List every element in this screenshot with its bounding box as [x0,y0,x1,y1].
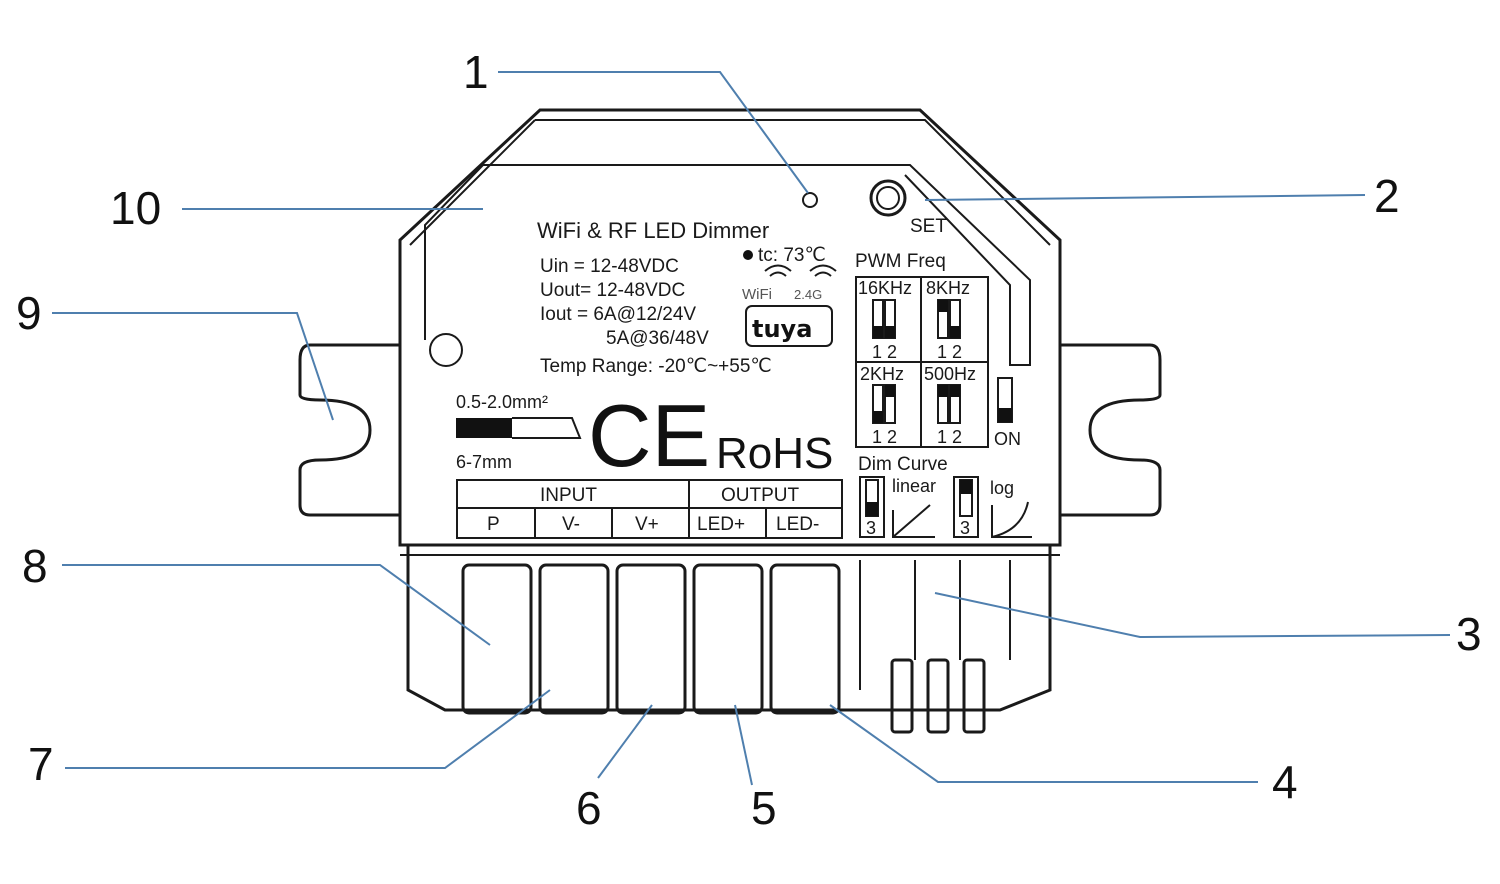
callout-7: 7 [28,738,54,790]
callout-4: 4 [1272,756,1298,808]
callout-5: 5 [751,782,777,834]
antenna-trace [424,164,1031,366]
spec-iout-2: 5A@36/48V [606,328,709,349]
svg-text:1 2: 1 2 [937,427,962,447]
svg-text:500Hz: 500Hz [924,364,976,384]
tuya-text: tuya [752,315,812,343]
linear-curve-icon [892,504,935,538]
on-label: ON [994,429,1021,449]
strip-length: 6-7mm [456,452,512,472]
callout-2: 2 [1374,170,1400,222]
pwm-500hz: 500Hz 1 2 [924,364,976,447]
spec-iout: Iout = 6A@12/24V [540,304,696,325]
housing-outline [398,108,1062,547]
mount-hole [429,333,463,367]
terminal-vminus-label: V- [562,514,580,535]
callout-1: 1 [463,46,489,98]
pwm-2khz: 2KHz 1 2 [860,364,904,447]
svg-text:1 2: 1 2 [872,427,897,447]
rohs-mark: RoHS [716,429,833,478]
svg-text:8KHz: 8KHz [926,278,970,298]
svg-text:16KHz: 16KHz [858,278,912,298]
wifi-icon [764,264,837,277]
pwm-16khz: 16KHz 1 2 [858,278,912,362]
callout-3: 3 [1456,608,1482,660]
dim-switch-linear-number: 3 [866,518,876,538]
log-curve-icon [991,501,1032,538]
left-mounting-tab [298,343,400,517]
wifi-label: WiFi [742,286,772,303]
callout-10: 10 [110,182,161,234]
ce-mark: CE [588,386,710,485]
dim-curve-title: Dim Curve [858,454,948,475]
tuya-logo [745,305,833,347]
input-group-label: INPUT [540,485,597,506]
callout-9: 9 [16,287,42,339]
band-label: 2.4G [794,287,822,302]
wire-strip-icon [456,418,512,438]
pwm-8khz: 8KHz 1 2 [926,278,970,362]
right-mounting-tab [1060,343,1162,517]
device-title: WiFi & RF LED Dimmer [537,218,769,243]
callout-8: 8 [22,540,48,592]
set-label: SET [910,216,947,237]
set-button[interactable] [869,179,907,217]
svg-text:1 2: 1 2 [937,342,962,362]
svg-text:2KHz: 2KHz [860,364,904,384]
tc-rating: tc: 73℃ [758,245,826,266]
terminal-p-label: P [487,514,500,535]
spec-uout: Uout= 12-48VDC [540,280,685,301]
output-group-label: OUTPUT [721,485,800,506]
terminal-vplus-label: V+ [635,514,659,535]
wire-gauge: 0.5-2.0mm² [456,392,548,412]
terminal-ledminus-label: LED- [776,514,819,535]
callout-6: 6 [576,782,602,834]
pwm-title: PWM Freq [855,251,946,272]
terminal-block [406,545,1052,712]
terminal-ledplus-label: LED+ [697,514,745,535]
dim-switch-log-number: 3 [960,518,970,538]
svg-text:1 2: 1 2 [872,342,897,362]
dim-log-label: log [990,478,1014,498]
rf-switch-pins [890,658,986,734]
temp-range: Temp Range: -20℃~+55℃ [540,356,772,377]
spec-uin: Uin = 12-48VDC [540,256,679,277]
led-indicator [802,192,818,208]
dim-linear-label: linear [892,476,936,496]
terminal-levers[interactable] [461,563,841,715]
